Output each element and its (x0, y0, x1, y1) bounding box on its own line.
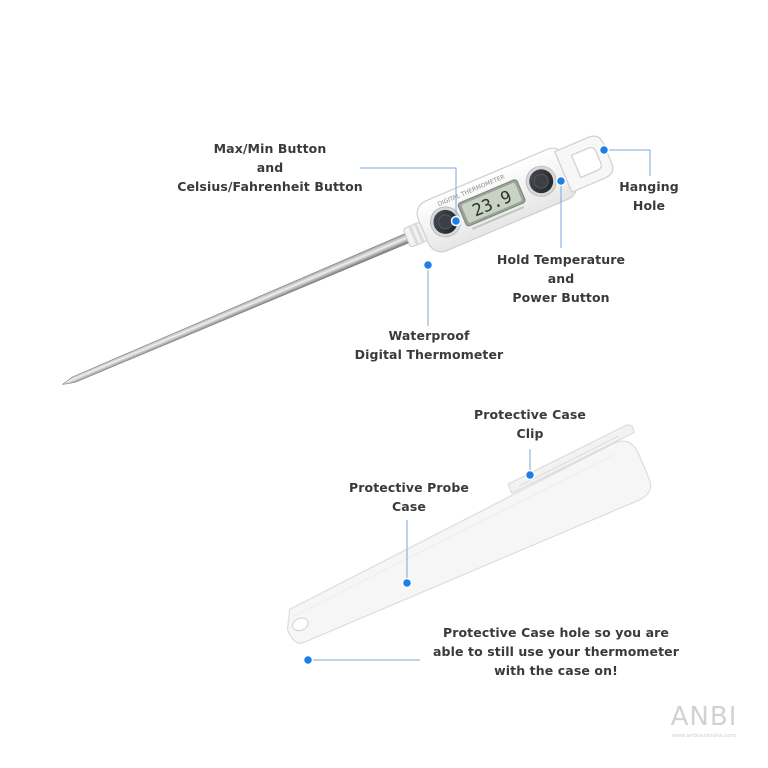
callout-dot-hold (555, 175, 567, 187)
label-hanging-line1: Hanging (619, 179, 679, 194)
label-hanging-hole: Hanging Hole (609, 177, 689, 215)
hold-power-button[interactable] (522, 162, 561, 201)
metal-probe (62, 232, 412, 385)
callout-dot-probe-case (401, 577, 413, 589)
label-waterproof-line1: Waterproof (388, 328, 470, 343)
label-probe-case: Protective Probe Case (344, 478, 474, 516)
label-max-min-line3: Celsius/Fahrenheit Button (177, 179, 363, 194)
label-clip-line2: Clip (516, 426, 544, 441)
callouts (308, 149, 651, 661)
case-body (286, 440, 652, 644)
callout-dot-max-min (450, 215, 462, 227)
brand-logo-url: www.anbiaustralia.com (671, 733, 737, 739)
label-waterproof-line2: Digital Thermometer (354, 347, 504, 362)
label-hold-line3: Power Button (512, 290, 610, 305)
label-probe-case-line2: Case (392, 499, 426, 514)
label-probe-case-line1: Protective Probe (349, 480, 469, 495)
label-case-hole-line1: Protective Case hole so you are (442, 625, 670, 640)
brand-logo-mark: ANBI (670, 702, 738, 732)
label-case-hole-line3: with the case on! (494, 663, 618, 678)
label-case-hole-line2: able to still use your thermometer (433, 644, 680, 659)
label-max-min: Max/Min Button and Celsius/Fahrenheit Bu… (170, 139, 370, 196)
case-hole (292, 617, 309, 632)
callout-dots (302, 144, 610, 666)
lcd-screen (461, 182, 522, 223)
label-hold-temperature: Hold Temperature and Power Button (486, 250, 636, 307)
label-hold-line1: Hold Temperature (496, 252, 626, 267)
hanging-hole (553, 135, 614, 193)
callout-dot-clip (524, 469, 536, 481)
callout-dot-hanging (598, 144, 610, 156)
label-clip-line1: Protective Case (473, 407, 587, 422)
label-max-min-line2: and (256, 160, 284, 175)
callout-line-max-min (360, 167, 457, 218)
callout-dot-case-hole (302, 654, 314, 666)
label-case-clip: Protective Case Clip (465, 405, 595, 443)
label-max-min-line1: Max/Min Button (213, 141, 327, 156)
max-min-button[interactable] (426, 202, 465, 241)
callout-dot-waterproof (422, 259, 434, 271)
label-hanging-line2: Hole (632, 198, 666, 213)
brand-logo: ANBI www.anbiaustralia.com (664, 702, 744, 742)
protective-case (286, 424, 652, 644)
callout-line-hanging (604, 149, 651, 176)
label-waterproof: Waterproof Digital Thermometer (354, 326, 504, 364)
label-case-hole: Protective Case hole so you are able to … (433, 623, 679, 680)
label-hold-line2: and (547, 271, 575, 286)
